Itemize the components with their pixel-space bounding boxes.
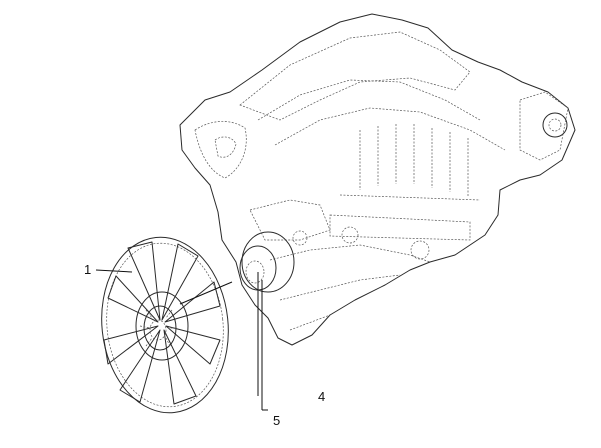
leader-lines	[95, 269, 268, 411]
leader-line-1	[95, 269, 133, 273]
engine-block	[179, 13, 576, 346]
callout-5: 5	[273, 413, 280, 428]
fan-hub	[135, 291, 189, 361]
crankshaft-pulley	[239, 231, 295, 293]
callout-1: 1	[84, 262, 91, 277]
callout-4: 4	[318, 389, 325, 404]
leader-line-1-extension	[179, 281, 233, 305]
cooling-fan	[101, 236, 229, 414]
